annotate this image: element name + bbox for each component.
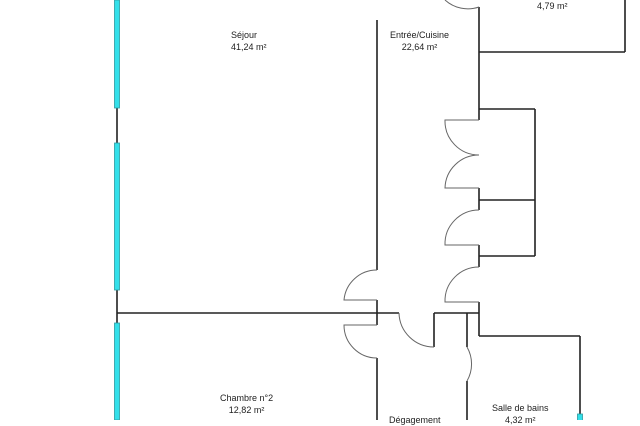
room-label-entree-cuisine: Entrée/Cuisine 22,64 m² <box>390 29 449 53</box>
room-name: Entrée/Cuisine <box>390 30 450 40</box>
room-area: 12,82 m² <box>228 405 265 415</box>
room-label-salle-de-bains: Salle de bains 4,32 m² <box>492 402 549 426</box>
room-name: Chambre n°2 <box>220 393 274 403</box>
room-area: 4,79 m² <box>537 1 568 11</box>
room-name: Salle de bains <box>492 403 549 413</box>
room-label-degagement: Dégagement <box>389 414 441 426</box>
room-label-top-right: 4,79 m² <box>537 0 568 12</box>
room-label-chambre-2: Chambre n°2 12,82 m² <box>220 392 273 416</box>
room-area: 22,64 m² <box>401 42 438 52</box>
room-label-sejour: Séjour 41,24 m² <box>231 29 267 53</box>
window <box>577 413 583 420</box>
windows <box>114 0 583 420</box>
room-area: 41,24 m² <box>231 42 267 52</box>
room-area: 4,32 m² <box>505 415 536 425</box>
window <box>114 142 120 291</box>
window <box>114 322 120 420</box>
room-name: Séjour <box>231 30 258 40</box>
room-name: Dégagement <box>389 415 441 425</box>
window <box>114 0 120 109</box>
doors <box>343 0 480 382</box>
